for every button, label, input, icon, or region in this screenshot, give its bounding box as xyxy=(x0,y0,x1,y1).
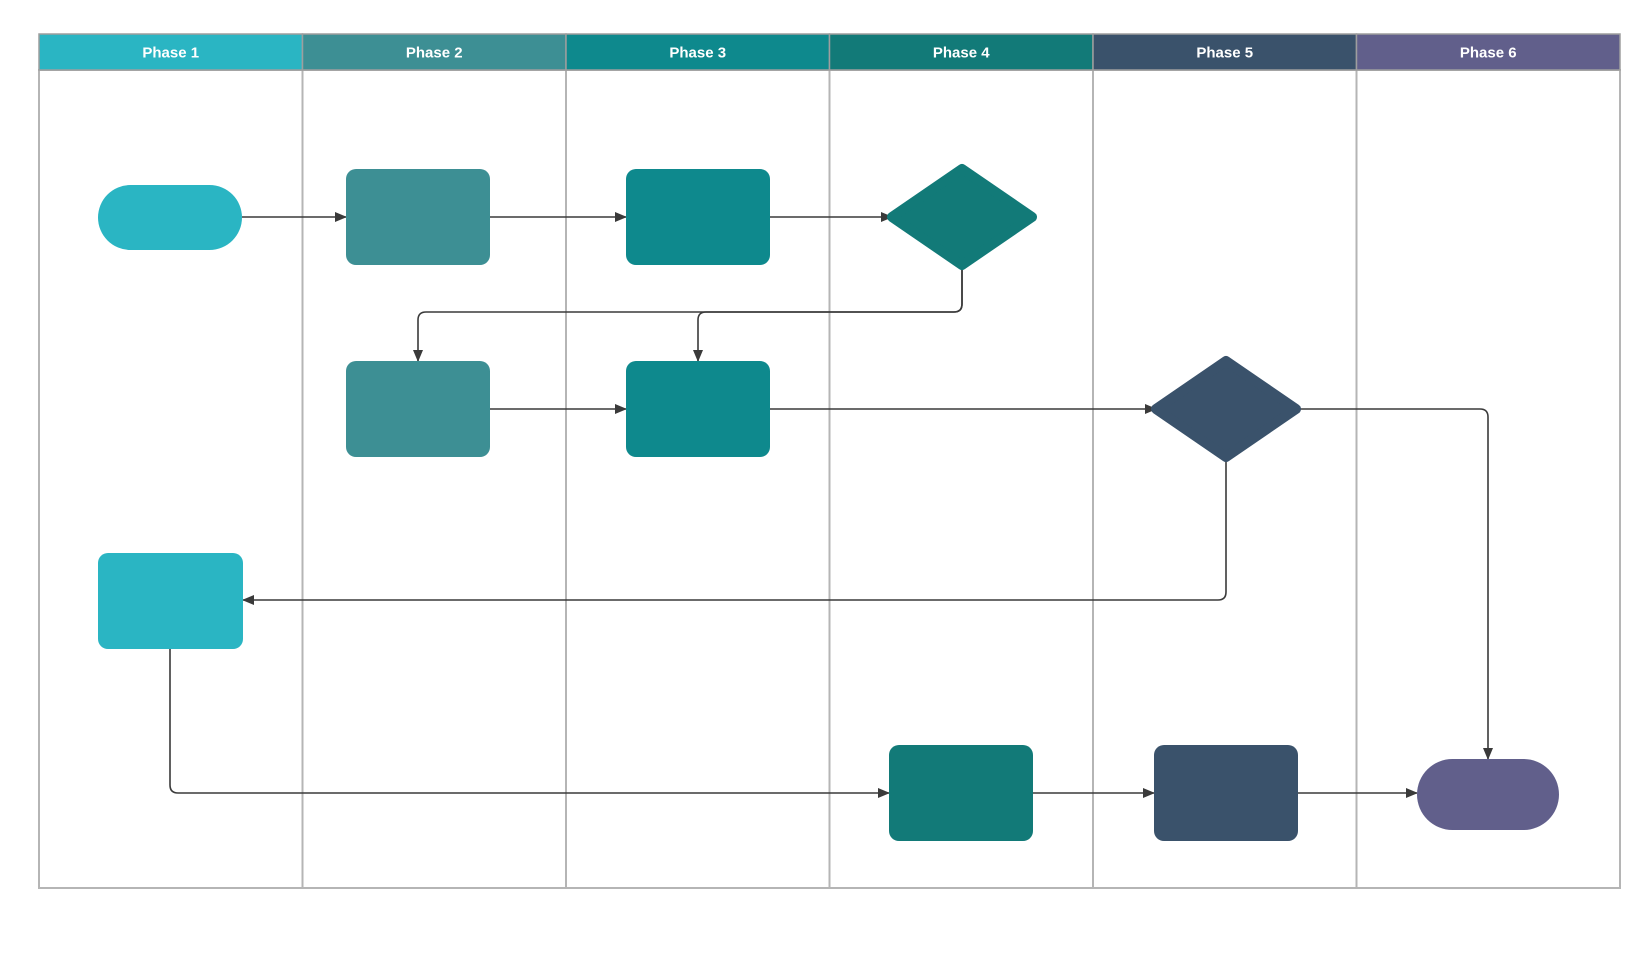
decision-phase4[interactable] xyxy=(887,164,1037,270)
connector-decision5-to-end xyxy=(1296,408,1493,760)
lane-header-phase-2[interactable] xyxy=(301,33,567,71)
lane-header-phase-1[interactable] xyxy=(38,33,304,71)
lane-header-phase-6[interactable] xyxy=(1355,33,1621,71)
connector-decision4-to-p3step2 xyxy=(693,265,963,362)
process-phase2-step1[interactable] xyxy=(346,169,490,265)
lane-header-label-phase-2: Phase 2 xyxy=(406,45,463,62)
lane-header-label-phase-3: Phase 3 xyxy=(669,45,726,62)
process-phase3-step1[interactable] xyxy=(626,169,770,265)
connector-p1return-to-p4step2 xyxy=(169,649,890,798)
process-phase4-step2[interactable] xyxy=(889,745,1033,841)
start-terminator[interactable] xyxy=(98,185,242,250)
process-phase2-step2[interactable] xyxy=(346,361,490,457)
process-phase1-return[interactable] xyxy=(98,553,243,649)
lane-header-phase-4[interactable] xyxy=(828,33,1094,71)
lane-header-label-phase-5: Phase 5 xyxy=(1196,45,1253,62)
lane-header-label-phase-4: Phase 4 xyxy=(933,45,990,62)
connector-decision5-to-p1return xyxy=(242,457,1227,605)
lane-header-phase-3[interactable] xyxy=(565,33,831,71)
decision-phase5[interactable] xyxy=(1151,356,1301,462)
process-phase3-step2[interactable] xyxy=(626,361,770,457)
process-phase5-step1[interactable] xyxy=(1154,745,1298,841)
lane-header-label-phase-6: Phase 6 xyxy=(1460,45,1517,62)
lane-header-label-phase-1: Phase 1 xyxy=(142,45,199,62)
end-terminator[interactable] xyxy=(1417,759,1559,830)
